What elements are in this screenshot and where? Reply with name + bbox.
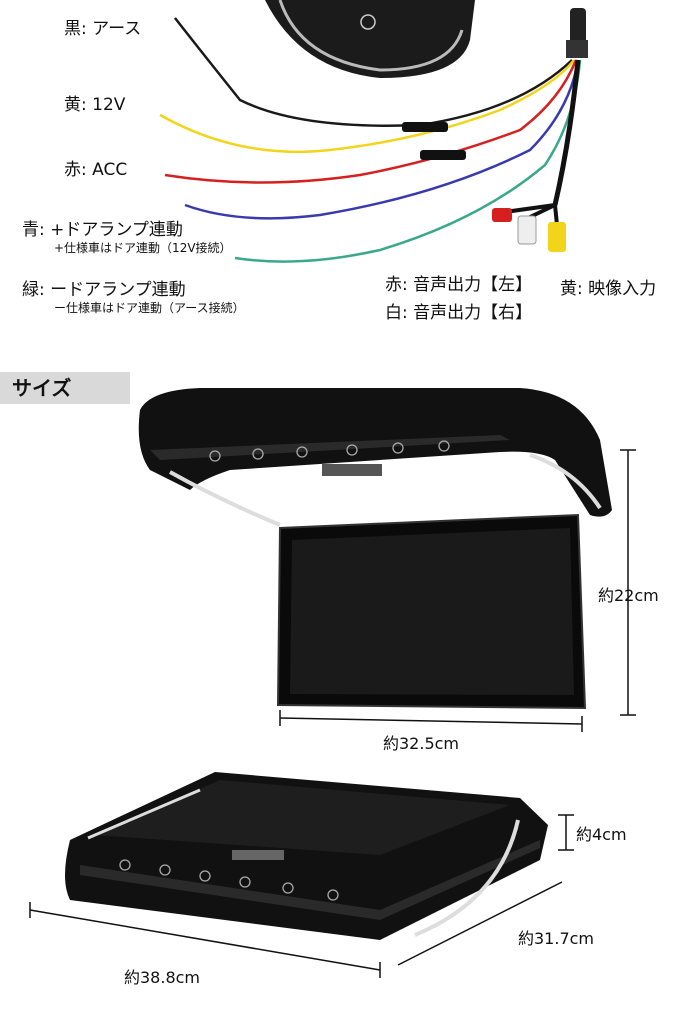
dim-closed-depth: 約31.7cm: [518, 929, 595, 948]
red-wire: [164, 59, 578, 184]
monitor-housing: [138, 388, 612, 517]
wiring-illustration: [159, 0, 588, 263]
depth-dimension-line: [397, 881, 563, 966]
closed-led-right: [414, 819, 520, 937]
control-strip: [150, 435, 510, 460]
wire-connector-base: [566, 40, 588, 58]
rca-yellow-plug: [548, 222, 566, 252]
section-title-size: サイズ: [0, 372, 130, 404]
dim-open-width: 約32.5cm: [383, 734, 460, 753]
closed-width-dimension-line: [29, 909, 381, 971]
label-green-door: 緑: ードアランプ連動: [22, 280, 186, 300]
label-blue-door: 青: +ドアランプ連動: [22, 220, 183, 240]
closed-control-strip: [80, 840, 540, 920]
yellow-wire: [159, 59, 575, 154]
dim-open-height: 約22cm: [598, 586, 659, 605]
disc-slot: [322, 464, 382, 476]
dim-closed-width: 約38.8cm: [124, 968, 201, 987]
device-edge-highlight: [278, 0, 464, 72]
rca-cable: [552, 59, 581, 206]
led-light-right: [529, 453, 602, 510]
dim-closed-thickness: 約4cm: [576, 825, 627, 844]
rca-red-plug: [492, 208, 512, 222]
closed-touch-button-icons: [119, 859, 339, 901]
open-monitor-illustration: [138, 388, 636, 732]
green-wire: [234, 59, 582, 263]
rca-white-plug: [517, 215, 537, 245]
black-wire: [174, 17, 573, 127]
note-blue-door: +仕様車はドア連動（12V接続）: [54, 241, 232, 255]
label-rca-red: 赤: 音声出力【左】: [385, 275, 533, 295]
label-yellow-12v: 黄: 12V: [64, 95, 126, 115]
note-green-door: ー仕様車はドア連動（アース接続）: [54, 301, 245, 315]
led-light-left: [169, 470, 281, 527]
blue-wire: [184, 59, 580, 220]
label-black-ground: 黒: アース: [64, 19, 142, 39]
label-rca-yellow: 黄: 映像入力: [560, 279, 657, 299]
closed-monitor-illustration: [29, 772, 574, 978]
screen-panel: [290, 528, 574, 695]
yellow-fuse-holder: [402, 122, 448, 132]
closed-led-left: [87, 788, 201, 840]
label-rca-white: 白: 音声出力【右】: [385, 303, 533, 323]
device-bottom-edge: [265, 0, 475, 78]
device-button-icon: [360, 14, 376, 30]
label-red-acc: 赤: ACC: [64, 160, 128, 180]
red-fuse-holder: [420, 150, 466, 160]
touch-button-icons: [209, 440, 450, 462]
closed-top-panel: [95, 780, 510, 855]
closed-disc-slot: [232, 850, 284, 860]
width-dimension-line: [279, 717, 583, 725]
wire-connector: [570, 8, 586, 46]
